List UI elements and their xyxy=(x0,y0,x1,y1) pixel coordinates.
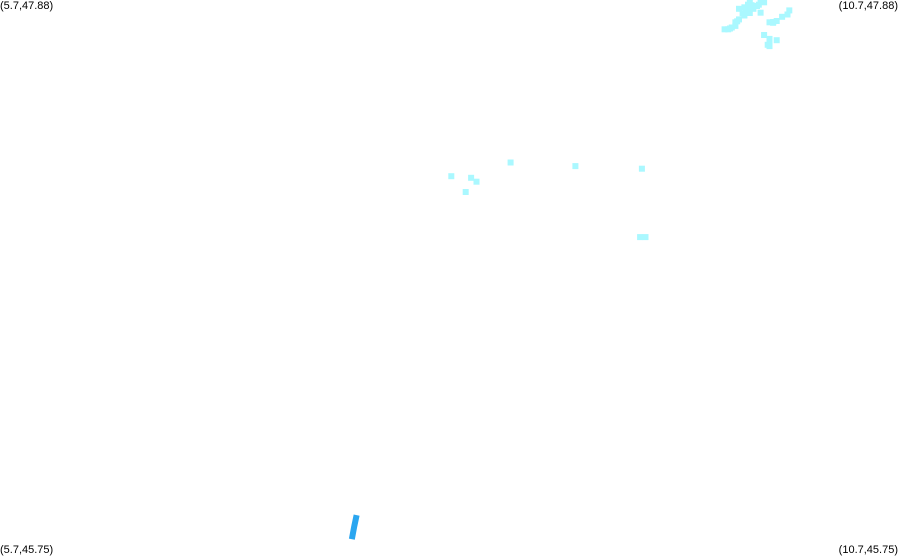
map-point xyxy=(637,234,644,241)
map-point xyxy=(468,174,475,181)
map-point xyxy=(732,19,739,26)
map-point xyxy=(761,32,768,38)
map-point xyxy=(721,26,728,33)
map-point xyxy=(748,2,755,9)
map-point xyxy=(757,9,764,16)
map-point xyxy=(727,25,733,32)
map-point xyxy=(770,19,777,26)
map-point xyxy=(779,13,786,20)
map-point xyxy=(766,19,773,26)
map-point xyxy=(755,1,762,8)
map-point xyxy=(741,4,748,11)
map-point xyxy=(773,18,780,24)
map-point xyxy=(750,5,757,12)
map-point xyxy=(507,159,514,166)
map-point xyxy=(786,7,793,14)
map-point xyxy=(773,37,780,44)
map-point xyxy=(766,43,773,50)
map-point xyxy=(784,11,791,18)
feature-layer xyxy=(348,514,360,540)
corner-label-bottom-right: (10.7,45.75) xyxy=(838,544,898,556)
map-point xyxy=(746,10,753,16)
map-point xyxy=(473,178,480,185)
map-point xyxy=(741,12,748,19)
map-point xyxy=(448,173,455,180)
map-point xyxy=(732,22,739,29)
points-layer xyxy=(448,0,793,241)
map-point xyxy=(745,2,751,9)
map-point xyxy=(743,9,750,16)
map-point xyxy=(736,5,742,12)
corner-label-bottom-left: (5.7,45.75) xyxy=(0,544,54,556)
map-point xyxy=(462,189,469,195)
map-feature-line xyxy=(348,514,360,540)
map-point xyxy=(572,163,579,170)
map-point xyxy=(638,165,645,172)
map-point xyxy=(761,0,768,6)
map-point xyxy=(766,38,773,45)
map-point xyxy=(642,234,649,241)
corner-label-top-left: (5.7,47.88) xyxy=(0,0,54,12)
corner-label-top-right: (10.7,47.88) xyxy=(838,0,898,12)
